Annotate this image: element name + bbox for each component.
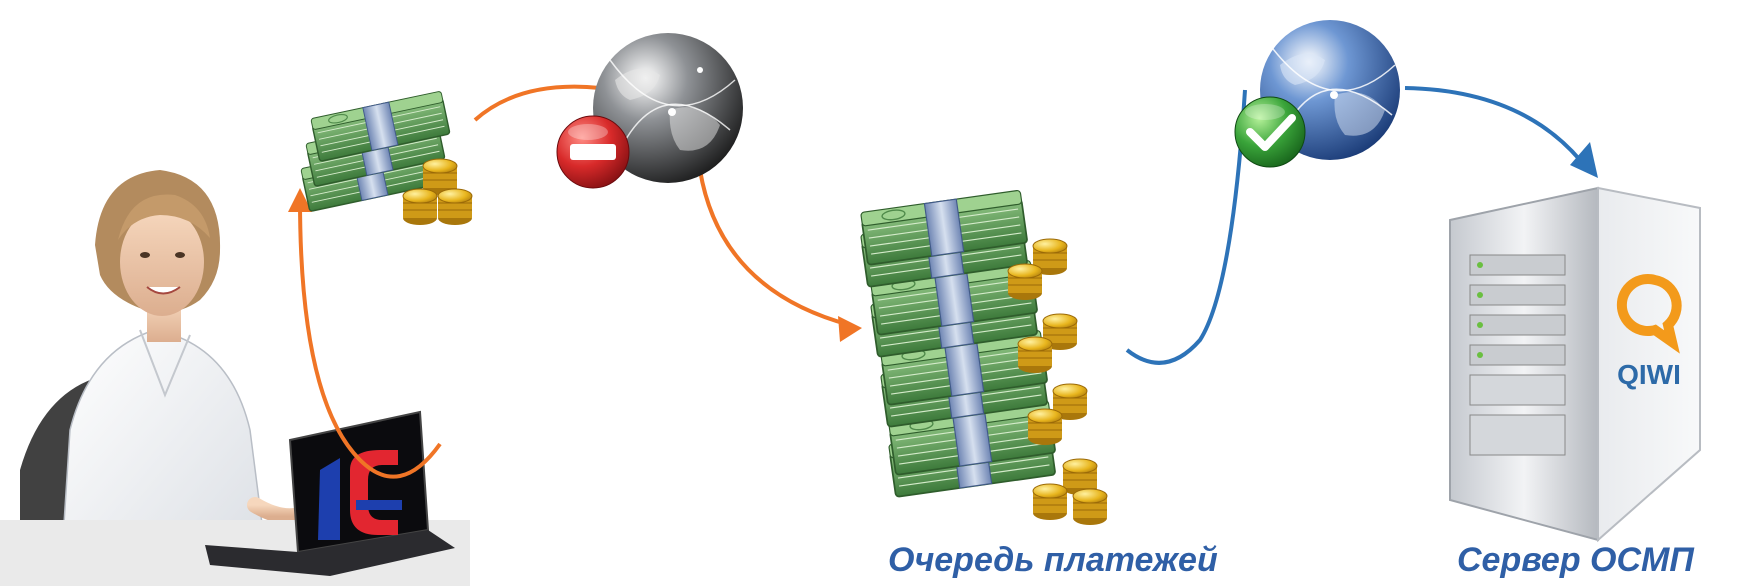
money-stack-with-coins-icon xyxy=(300,90,473,226)
stacked-money-queue-icon xyxy=(859,189,1108,526)
dark-globe-icon xyxy=(593,33,743,183)
no-entry-icon xyxy=(556,115,630,189)
server-caption: Сервер ОСМП xyxy=(1457,541,1694,579)
woman-at-laptop-illustration xyxy=(0,170,470,586)
server-tower-icon: QIWI xyxy=(1449,186,1701,543)
laptop-with-1c-logo xyxy=(205,410,455,576)
blocked-path-arrow xyxy=(473,84,862,342)
checkmark-icon xyxy=(1234,96,1306,168)
send-arrow xyxy=(288,188,442,479)
queue-caption: Очередь платежей xyxy=(888,541,1218,579)
qiwi-logo-text: QIWI xyxy=(1617,359,1681,390)
processing-arrow xyxy=(1125,86,1598,365)
